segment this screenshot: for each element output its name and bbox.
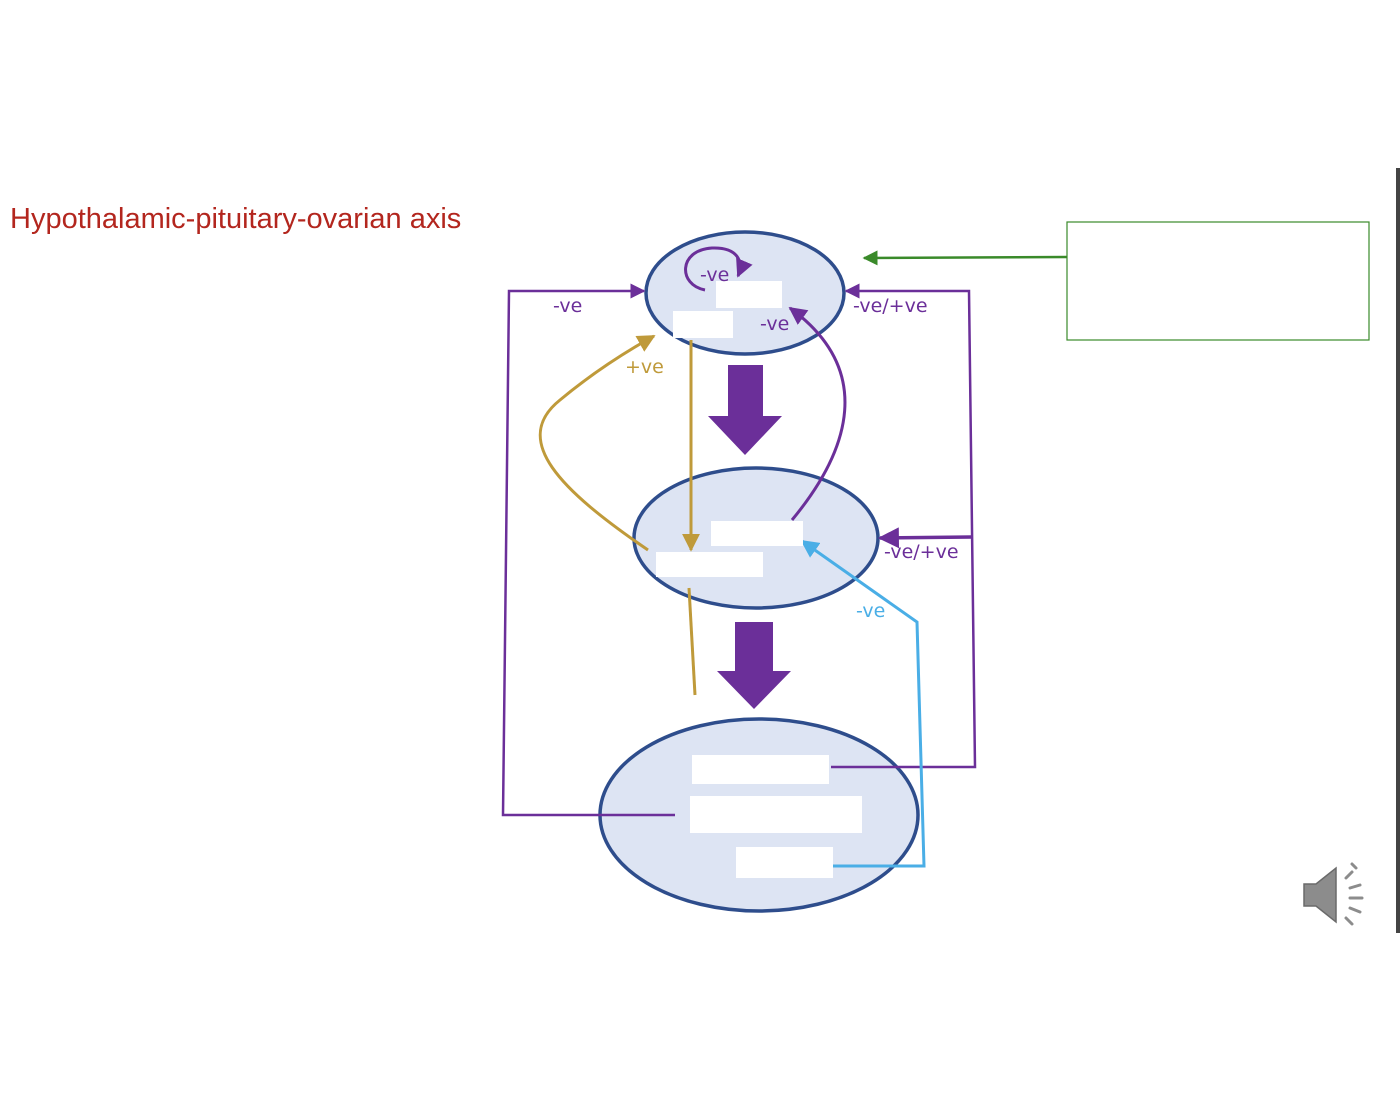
blank-label-hypothalamus-1 — [716, 281, 782, 308]
speaker-icon[interactable] — [1303, 862, 1364, 926]
right-feedback-line-top — [831, 283, 977, 769]
left-feedback-line — [501, 283, 675, 817]
slide-edge-divider — [1396, 168, 1400, 933]
hypothalamus-self-loop — [684, 246, 753, 292]
blank-label-ovary-3 — [736, 847, 833, 878]
label-left-feedback: -ve — [553, 295, 582, 317]
blank-label-ovary-2 — [690, 796, 862, 833]
blank-label-pituitary-1 — [711, 521, 803, 546]
label-right-feedback-middle: -ve/+ve — [884, 541, 959, 563]
green-arrow — [862, 250, 1068, 266]
label-hypothalamus-self: -ve — [700, 264, 729, 286]
blank-label-ovary-1 — [692, 755, 829, 784]
block-arrow-pituitary-to-ovary — [717, 622, 791, 709]
annotation-box — [1066, 221, 1370, 341]
slide-title: Hypothalamic-pituitary-ovarian axis — [10, 203, 462, 235]
gold-lower-line — [687, 587, 697, 696]
gold-positive-curve — [538, 334, 656, 552]
label-blue-feedback: -ve — [856, 600, 885, 622]
right-feedback-line-middle — [877, 527, 973, 549]
label-pituitary-short-loop: -ve — [760, 313, 789, 335]
blue-feedback-line — [800, 539, 926, 868]
blank-label-pituitary-2 — [656, 552, 763, 577]
label-right-feedback-top: -ve/+ve — [853, 295, 928, 317]
pituitary-short-loop-arrow — [788, 306, 847, 521]
block-arrow-hypothalamus-to-pituitary — [708, 365, 782, 455]
label-gold-positive: +ve — [625, 356, 664, 378]
blank-label-hypothalamus-2 — [673, 311, 733, 338]
